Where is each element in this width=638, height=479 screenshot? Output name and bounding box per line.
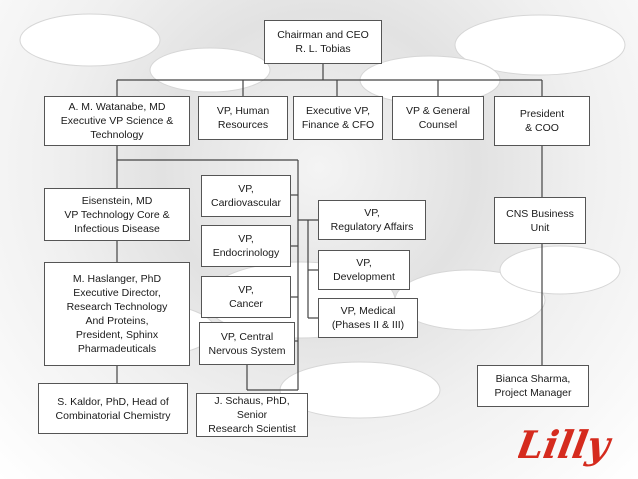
vp-cancer-box: VP, Cancer	[201, 276, 291, 318]
sharma-box: Bianca Sharma, Project Manager	[477, 365, 589, 407]
vp-medical-box: VP, Medical (Phases II & III)	[318, 298, 418, 338]
eisenstein-box: Eisenstein, MD VP Technology Core & Infe…	[44, 188, 190, 241]
schaus-box: J. Schaus, PhD, Senior Research Scientis…	[196, 393, 308, 437]
ceo-box: Chairman and CEO R. L. Tobias	[264, 20, 382, 64]
lilly-logo: Lilly	[518, 423, 616, 468]
vp-human-resources-box: VP, Human Resources	[198, 96, 288, 140]
vp-cardiovascular-box: VP, Cardiovascular	[201, 175, 291, 217]
cns-business-unit-box: CNS Business Unit	[494, 197, 586, 244]
president-coo-box: President & COO	[494, 96, 590, 146]
vp-cns-box: VP, Central Nervous System	[199, 322, 295, 365]
haslanger-box: M. Haslanger, PhD Executive Director, Re…	[44, 262, 190, 366]
svg-text:Lilly: Lilly	[518, 423, 616, 468]
kaldor-box: S. Kaldor, PhD, Head of Combinatorial Ch…	[38, 383, 188, 434]
vp-endocrinology-box: VP, Endocrinology	[201, 225, 291, 267]
evp-finance-box: Executive VP, Finance & CFO	[293, 96, 383, 140]
vp-regulatory-affairs-box: VP, Regulatory Affairs	[318, 200, 426, 240]
watanabe-box: A. M. Watanabe, MD Executive VP Science …	[44, 96, 190, 146]
vp-general-counsel-box: VP & General Counsel	[392, 96, 484, 140]
vp-development-box: VP, Development	[318, 250, 410, 290]
